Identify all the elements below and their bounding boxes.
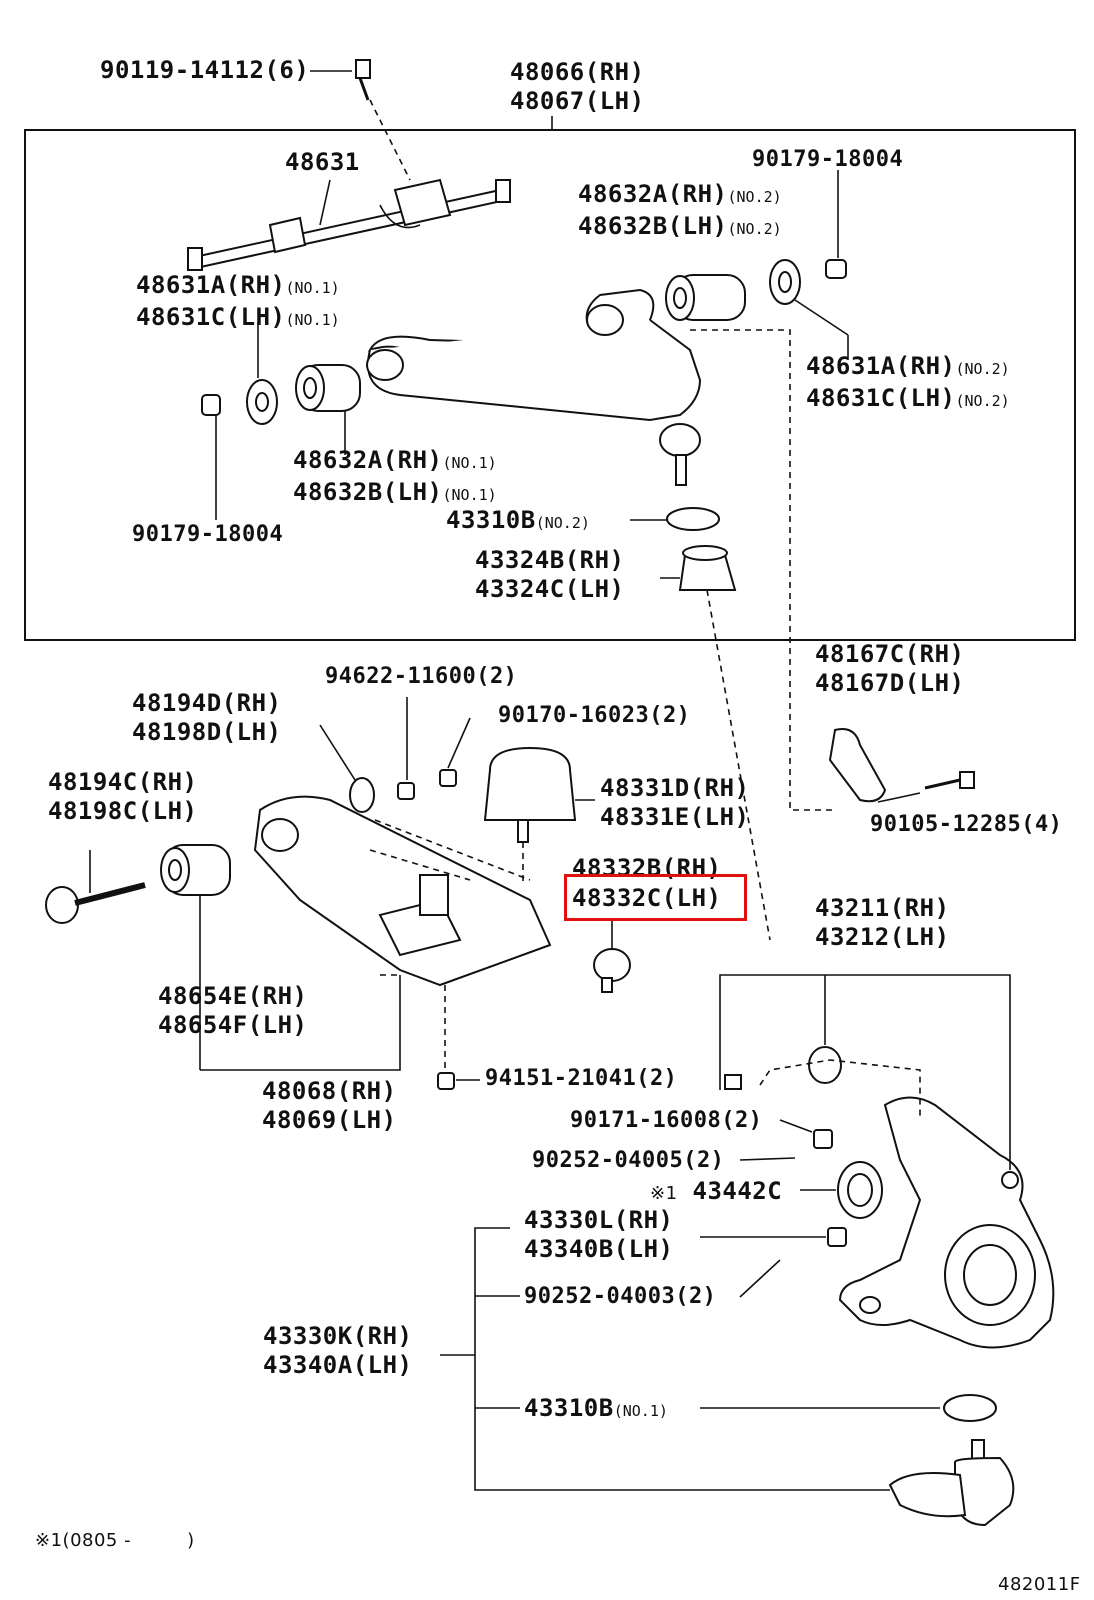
bracket-48167 [828, 728, 921, 803]
boot-43324 [660, 545, 737, 591]
callout-48632a-no2: 48632A(RH)(NO.2)48632B(LH)(NO.2) [578, 180, 782, 240]
upper-arm-assembly-frame [24, 129, 1076, 641]
callout-94622: 94622-11600(2) [325, 664, 518, 689]
lower-ball-joint [888, 1439, 1015, 1527]
callout-48631: 48631 [285, 148, 360, 176]
callout-94151: 94151-21041(2) [485, 1066, 678, 1091]
callout-48631a-no1: 48631A(RH)(NO.1)48631C(LH)(NO.1) [136, 271, 340, 331]
snap-ring-43310b-no1 [943, 1394, 997, 1422]
callout-48631a-no2: 48631A(RH)(NO.2)48631C(LH)(NO.2) [806, 352, 1010, 412]
callout-48332c: 48332C(LH) [572, 884, 722, 912]
lower-control-arm [253, 795, 552, 987]
callout-48332b: 48332B(RH) [572, 854, 722, 882]
callout-48331d: 48331D(RH)48331E(LH) [600, 774, 750, 831]
nut-94622 [397, 697, 415, 800]
footnote: ※1(0805 -) [35, 1530, 195, 1551]
callout-43330l: 43330L(RH)43340B(LH) [524, 1206, 674, 1263]
callout-48194d: 48194D(RH)48198D(LH) [132, 689, 282, 746]
nut-43330l [700, 1227, 847, 1247]
callout-48068: 48068(RH)48069(LH) [262, 1077, 397, 1134]
bolt-43211 [719, 974, 1011, 1170]
nut-90179-left [201, 394, 221, 520]
washer-48631-no1 [246, 322, 278, 425]
callout-48194c: 48194C(RH)48198C(LH) [48, 768, 198, 825]
diagram-code: 482011F [998, 1574, 1081, 1595]
cam-bolt-48194c [45, 850, 146, 924]
bushing-48654 [160, 844, 231, 896]
callout-90252-04005: 90252-04005(2) [532, 1148, 725, 1173]
callout-90119: 90119-14112(6) [100, 56, 310, 84]
highlight-48332c [564, 874, 747, 921]
nut-90179-top [825, 170, 847, 279]
bolt-90119 [310, 59, 411, 181]
nut-90171 [779, 1119, 833, 1149]
callout-43442c: ※1 43442C [650, 1177, 783, 1205]
callout-43211: 43211(RH)43212(LH) [815, 894, 950, 951]
washer-48631-no2 [769, 259, 849, 360]
bushing-48632-no1 [295, 364, 361, 455]
callout-43310b-no2: 43310B(NO.2) [446, 506, 590, 534]
snap-ring-43310b-no2 [630, 507, 720, 531]
callout-48632a-no1: 48632A(RH)(NO.1)48632B(LH)(NO.1) [293, 446, 497, 506]
callout-48654e: 48654E(RH)48654F(LH) [158, 982, 308, 1039]
callout-90171: 90171-16008(2) [570, 1108, 763, 1133]
callout-48167c: 48167C(RH)48167D(LH) [815, 640, 965, 697]
cam-plate-48194d [319, 724, 375, 813]
nut-94151 [437, 1072, 480, 1090]
callout-90179-top: 90179-18004 [752, 147, 904, 172]
callout-90179-left: 90179-18004 [132, 522, 284, 547]
callout-90252-04003: 90252-04003(2) [524, 1284, 717, 1309]
upper-control-arm [366, 288, 702, 486]
dust-deflector-43442c [800, 1161, 883, 1219]
bushing-48632-no2 [665, 274, 746, 321]
callout-43310b-no1: 43310B(NO.1) [524, 1394, 668, 1422]
bumper-48332 [593, 920, 631, 993]
nut-90170 [439, 717, 471, 787]
callout-48066: 48066(RH)48067(LH) [510, 58, 645, 115]
callout-90170: 90170-16023(2) [498, 703, 691, 728]
callout-43330k: 43330K(RH)43340A(LH) [263, 1322, 413, 1379]
steering-knuckle [838, 1096, 1055, 1349]
shaft-48631 [187, 178, 511, 271]
bolt-90105 [924, 771, 975, 790]
callout-43324b: 43324B(RH)43324C(LH) [475, 546, 625, 603]
callout-90105: 90105-12285(4) [870, 812, 1063, 837]
